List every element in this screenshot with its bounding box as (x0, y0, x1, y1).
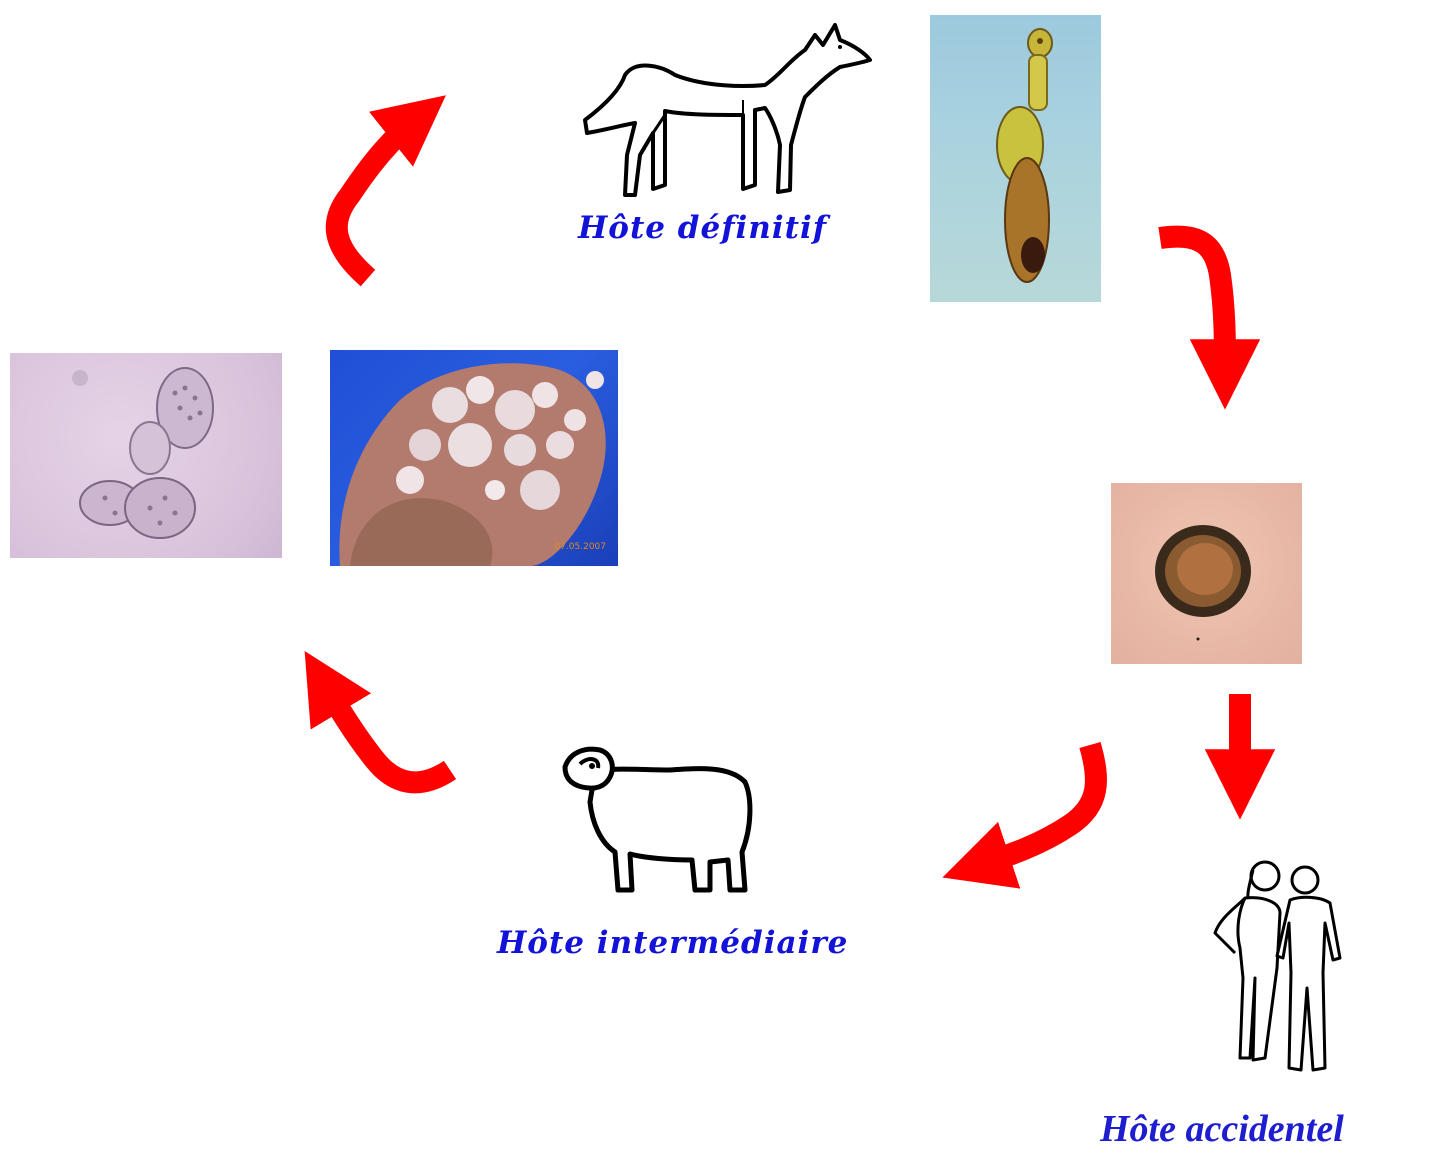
arrow-worm-to-egg (1160, 237, 1225, 370)
arrow-egg-to-sheep (980, 745, 1096, 865)
arrow-cyst-to-dog (337, 120, 415, 278)
arrow-sheep-to-cyst (325, 685, 450, 782)
